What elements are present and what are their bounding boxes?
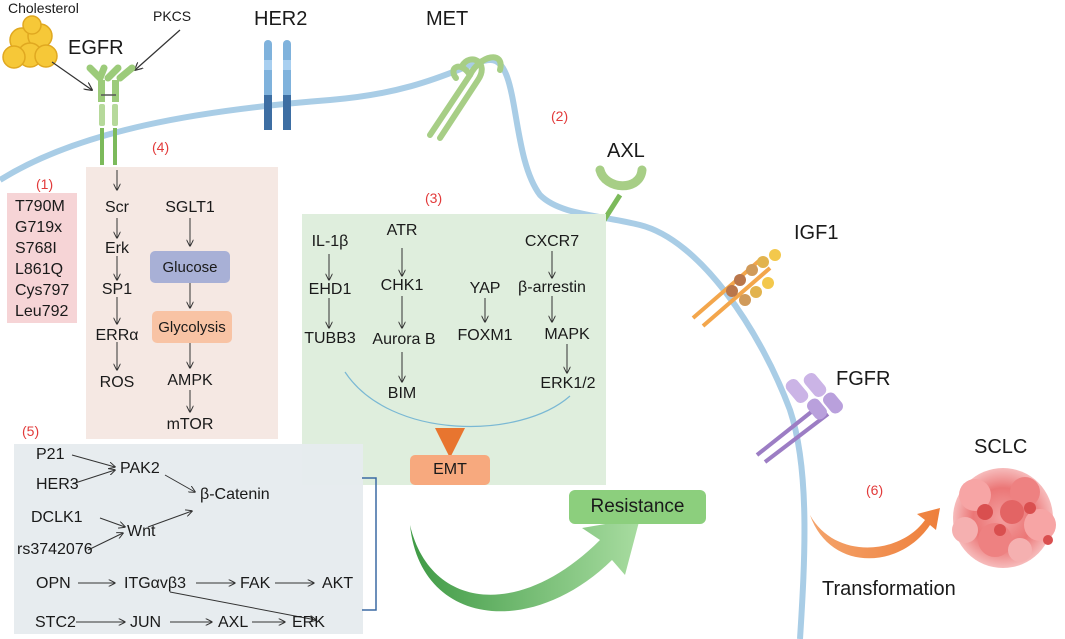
mutation-item: S768I bbox=[15, 240, 57, 257]
node-sglt1: SGLT1 bbox=[165, 199, 215, 216]
her2-receptor-icon bbox=[264, 40, 291, 130]
mutation-item: Cys797 bbox=[15, 282, 70, 299]
node-p21: P21 bbox=[36, 446, 65, 463]
fgfr-label: FGFR bbox=[836, 368, 891, 390]
marker-4: (4) bbox=[152, 139, 170, 155]
marker-1: (1) bbox=[36, 176, 54, 192]
node-her3: HER3 bbox=[36, 476, 79, 493]
mutation-item: G719x bbox=[15, 219, 63, 236]
resistance-box bbox=[569, 490, 706, 524]
node-erk12: ERK1/2 bbox=[540, 375, 596, 392]
node-bim: BIM bbox=[387, 385, 417, 402]
node-chk1: CHK1 bbox=[380, 277, 424, 294]
node-scr: Scr bbox=[105, 199, 129, 216]
node-mapk: MAPK bbox=[544, 326, 590, 343]
node-b-arrestin: β-arrestin bbox=[518, 279, 586, 296]
glucose-box bbox=[150, 251, 230, 283]
transformation-label: Transformation bbox=[822, 578, 956, 600]
emt-box bbox=[410, 455, 490, 485]
mutation-item: L861Q bbox=[15, 261, 64, 278]
node-erk: Erk bbox=[105, 240, 129, 257]
node-pak2: PAK2 bbox=[120, 460, 160, 477]
met-label: MET bbox=[426, 8, 469, 30]
node-erra: ERRα bbox=[95, 327, 139, 344]
node-akt: AKT bbox=[322, 575, 354, 592]
resistance-label: Resistance bbox=[590, 496, 685, 517]
node-aurora-b: Aurora B bbox=[372, 331, 436, 348]
transformation-arrow bbox=[810, 508, 940, 559]
igf1-label: IGF1 bbox=[794, 222, 839, 244]
node-atr: ATR bbox=[386, 222, 418, 239]
axl-label: AXL bbox=[607, 140, 645, 162]
node-cxcr7: CXCR7 bbox=[524, 233, 580, 250]
glycolysis-box bbox=[152, 311, 232, 343]
node-ehd1: EHD1 bbox=[308, 281, 352, 298]
panel-4 bbox=[86, 167, 278, 439]
fgfr-receptor-icon bbox=[755, 372, 843, 464]
met-receptor-icon bbox=[427, 54, 504, 141]
node-tubb3: TUBB3 bbox=[304, 330, 356, 347]
node-foxm1: FOXM1 bbox=[457, 327, 513, 344]
node-opn: OPN bbox=[36, 575, 71, 592]
node-itg: ITGαvβ3 bbox=[124, 575, 187, 592]
sclc-label: SCLC bbox=[974, 436, 1028, 458]
cholesterol-icon bbox=[2, 15, 58, 69]
igf1-receptor-icon bbox=[691, 249, 781, 328]
egfr-label: EGFR bbox=[68, 37, 124, 59]
marker-6: (6) bbox=[866, 482, 884, 498]
node-stc2: STC2 bbox=[35, 614, 76, 631]
node-axl: AXL bbox=[218, 614, 249, 631]
node-ampk: AMPK bbox=[167, 372, 213, 389]
marker-2: (2) bbox=[551, 108, 569, 124]
node-fak: FAK bbox=[240, 575, 271, 592]
panel-5 bbox=[14, 444, 363, 634]
marker-5: (5) bbox=[22, 423, 40, 439]
node-dclk1: DCLK1 bbox=[31, 509, 83, 526]
node-sp1: SP1 bbox=[101, 281, 133, 298]
node-mtor: mTOR bbox=[166, 416, 214, 433]
glycolysis-label: Glycolysis bbox=[158, 318, 226, 336]
her2-label: HER2 bbox=[254, 8, 308, 30]
sclc-tumor-icon bbox=[952, 468, 1056, 568]
emt-label: EMT bbox=[433, 461, 467, 478]
resistance-arrow bbox=[410, 518, 640, 612]
egfr-receptor-icon bbox=[86, 64, 136, 165]
node-rs3742076: rs3742076 bbox=[17, 541, 93, 558]
node-yap: YAP bbox=[469, 280, 501, 297]
marker-3: (3) bbox=[425, 190, 443, 206]
pkcs-label: PKCS bbox=[153, 8, 192, 24]
cholesterol-label: Cholesterol bbox=[8, 0, 79, 16]
glucose-label: Glucose bbox=[162, 258, 218, 276]
mutation-item: Leu792 bbox=[15, 303, 69, 320]
mutation-box bbox=[7, 193, 77, 323]
node-il1b: IL-1β bbox=[311, 233, 349, 250]
node-ros: ROS bbox=[99, 374, 135, 391]
node-erk-5: ERK bbox=[292, 614, 325, 631]
node-jun: JUN bbox=[130, 614, 162, 631]
node-wnt: Wnt bbox=[127, 523, 156, 540]
mutation-item: T790M bbox=[15, 198, 65, 215]
node-b-catenin: β-Catenin bbox=[200, 486, 270, 503]
